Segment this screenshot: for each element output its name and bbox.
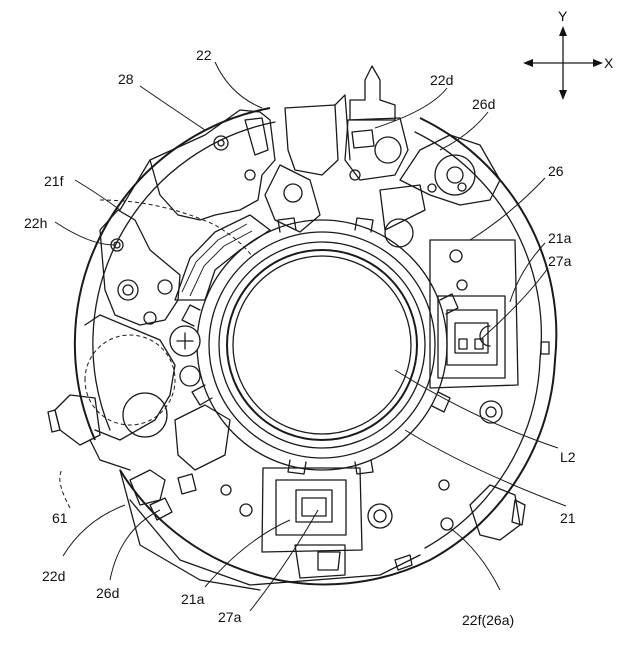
top-bracket [120, 95, 350, 232]
label-21a-right: 21a [548, 230, 572, 246]
label-26d-bottom: 26d [96, 585, 119, 601]
upper-right-plate [380, 135, 500, 247]
label-21f: 21f [44, 173, 64, 189]
label-L2: L2 [560, 449, 576, 465]
label-27a-bottom: 27a [218, 609, 242, 625]
label-22: 22 [196, 47, 212, 63]
label-28: 28 [118, 71, 134, 87]
axis-indicator: Y X [523, 8, 614, 100]
top-protrusion [345, 66, 408, 180]
lens-ring [182, 218, 458, 474]
leader-lines [55, 62, 566, 611]
label-22d-bottom: 22d [42, 568, 65, 584]
x-axis-label: X [604, 55, 614, 71]
label-61: 61 [52, 510, 68, 526]
label-26: 26 [548, 163, 564, 179]
right-lower-clip [395, 480, 525, 570]
label-21: 21 [560, 510, 576, 526]
label-22f-26a: 22f(26a) [462, 612, 514, 628]
bottom-actuator [240, 468, 392, 578]
label-22h: 22h [24, 215, 47, 231]
y-axis-label: Y [558, 8, 568, 24]
label-22d-top: 22d [430, 72, 453, 88]
label-27a-right: 27a [548, 253, 572, 269]
label-26d-top: 26d [472, 96, 495, 112]
lower-left-plate [120, 405, 260, 590]
label-21a-bottom: 21a [181, 591, 205, 607]
left-bracket [100, 210, 200, 356]
